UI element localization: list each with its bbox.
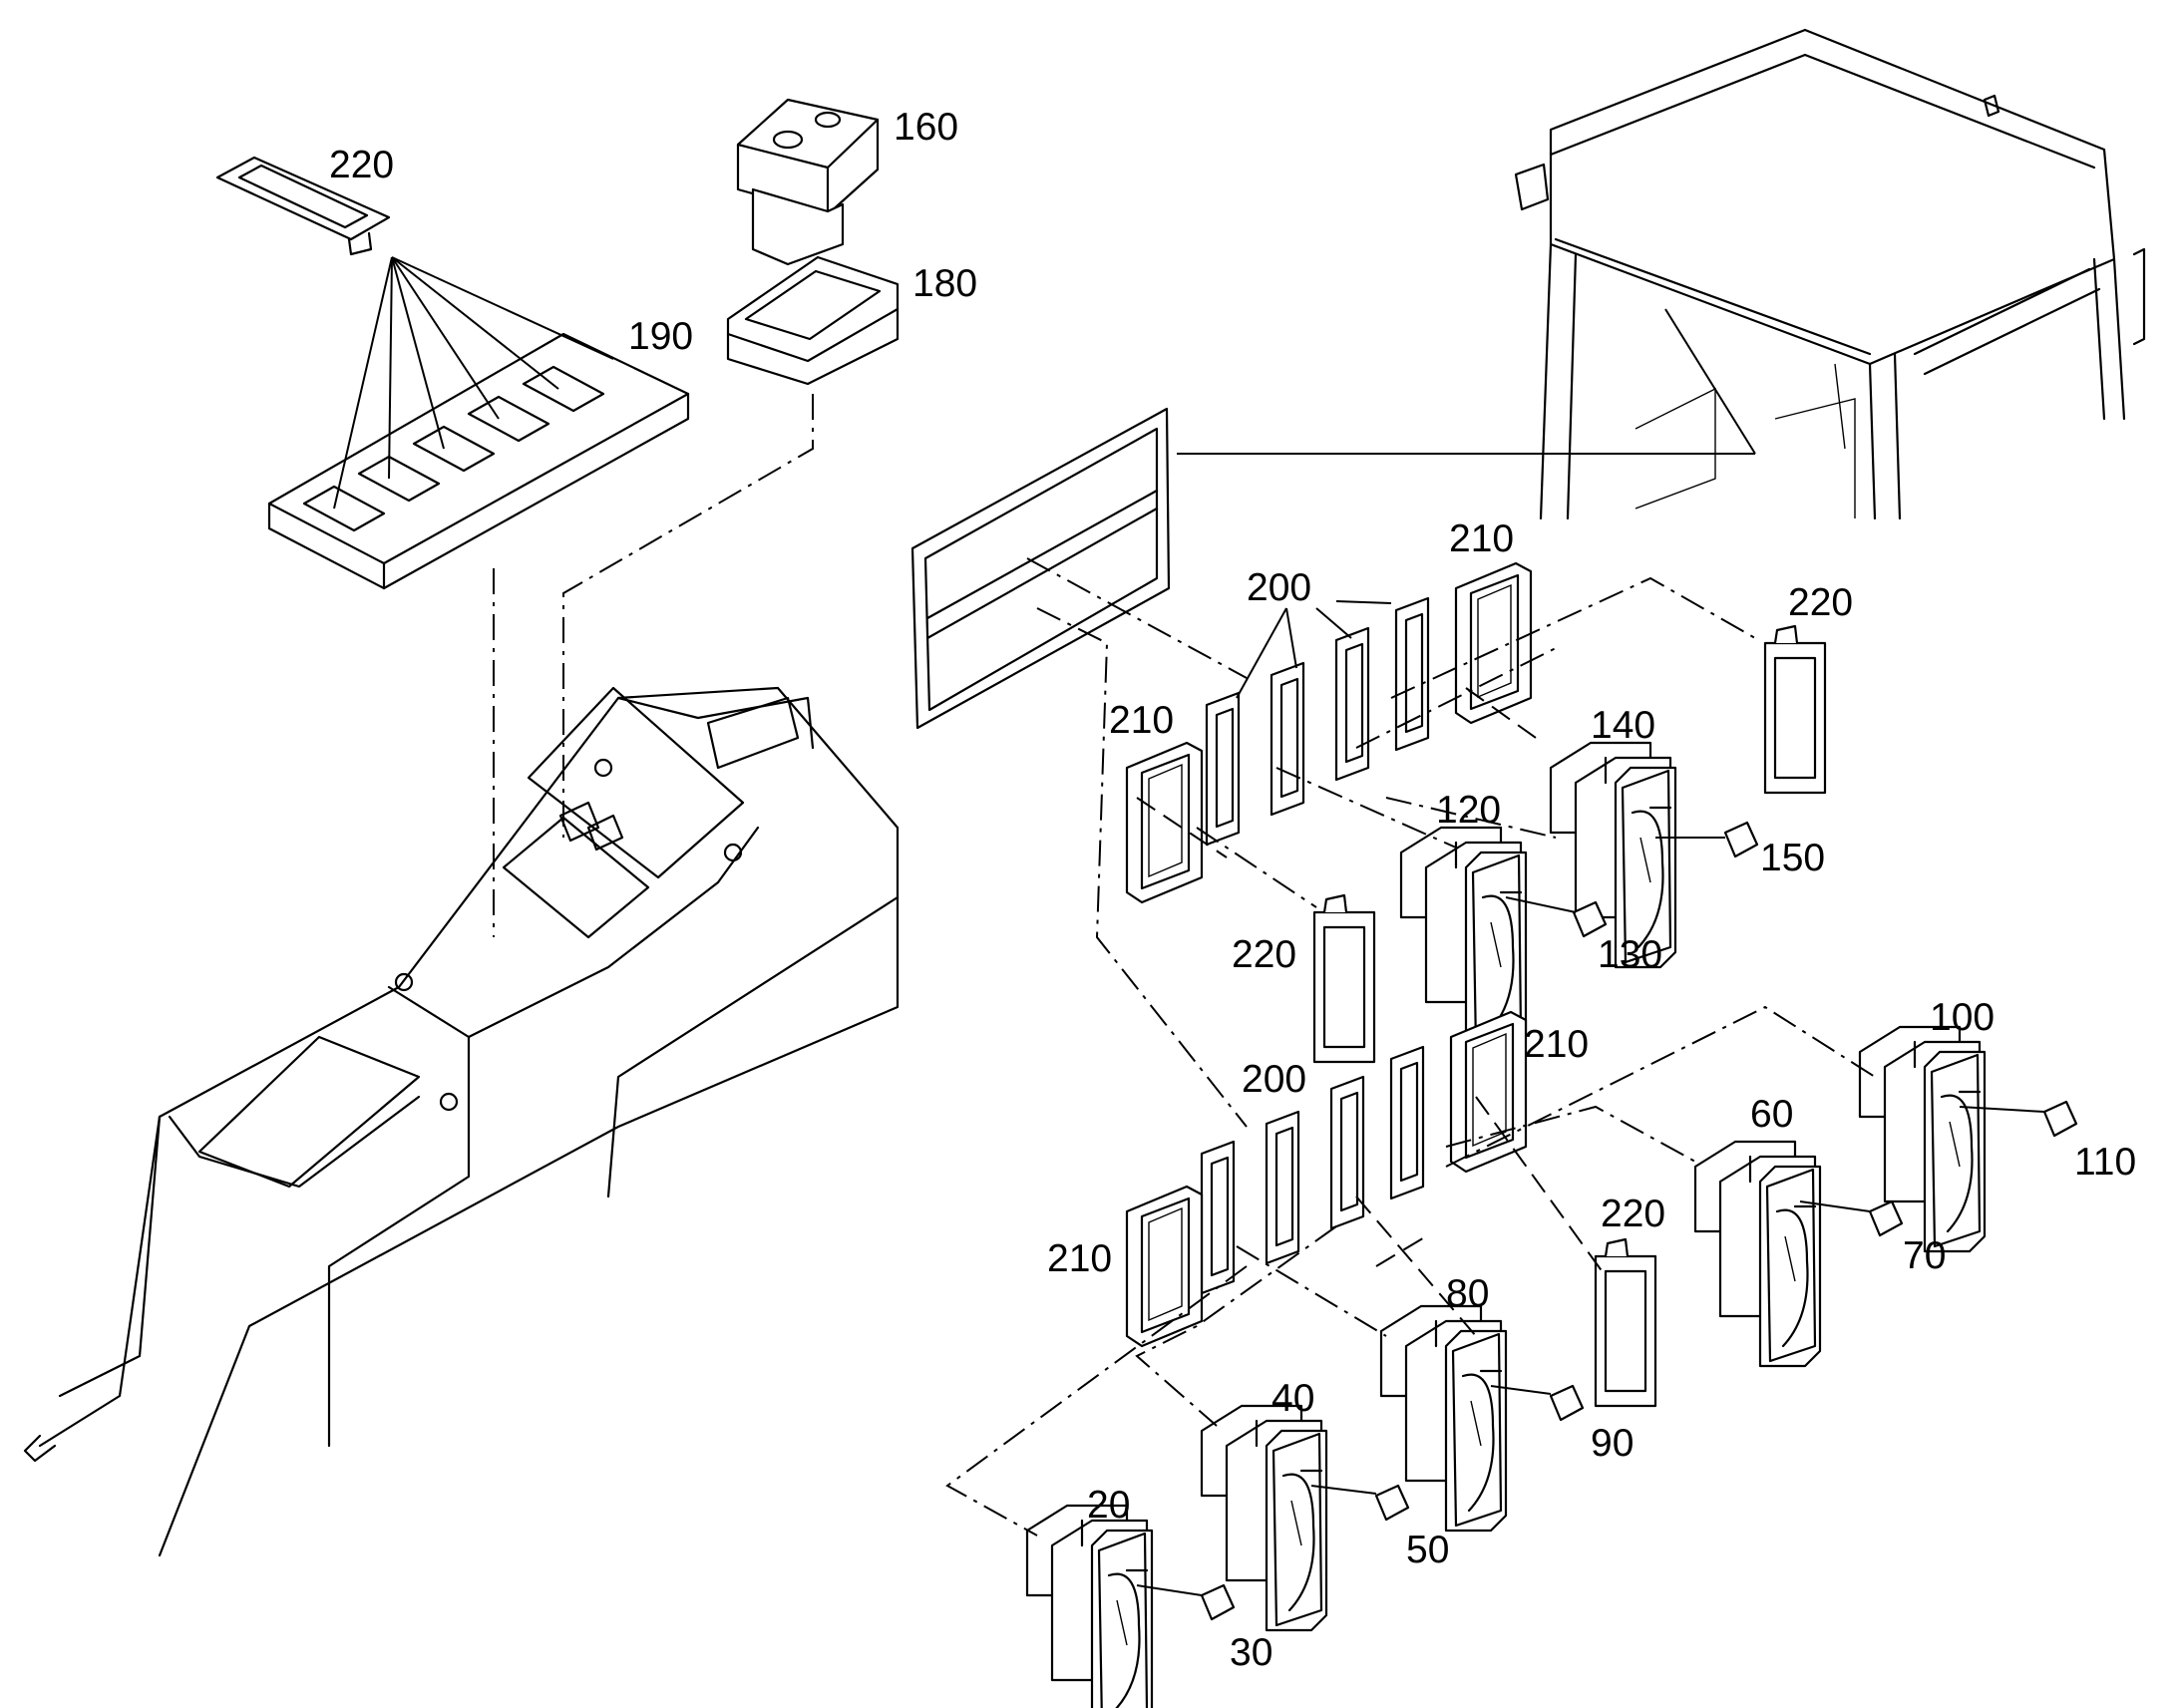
part-160-switch — [736, 98, 880, 266]
label-130: 130 — [1598, 933, 1662, 976]
label-220-upper-right: 220 — [1788, 581, 1853, 624]
label-210-lower-left: 210 — [1047, 1237, 1112, 1280]
cab-illustration — [1514, 28, 2146, 520]
label-40: 40 — [1272, 1377, 1314, 1420]
label-120: 120 — [1436, 789, 1501, 832]
label-150: 150 — [1760, 837, 1825, 879]
label-210-lower-right: 210 — [1524, 1023, 1589, 1066]
label-110: 110 — [2074, 1141, 2136, 1184]
label-90: 90 — [1591, 1422, 1634, 1465]
label-60: 60 — [1750, 1093, 1793, 1136]
console-illustration — [23, 686, 900, 1557]
label-220-top-left: 220 — [329, 144, 394, 186]
label-80: 80 — [1446, 1272, 1489, 1315]
label-100: 100 — [1930, 996, 1995, 1039]
label-140: 140 — [1591, 704, 1655, 747]
label-190: 190 — [628, 315, 693, 358]
lower-switch-group — [1025, 1010, 2078, 1708]
panel-plate — [910, 407, 1171, 730]
label-210-upper-left: 210 — [1109, 699, 1174, 742]
part-180-bezel — [726, 255, 900, 386]
label-180: 180 — [912, 262, 977, 305]
label-30: 30 — [1230, 1631, 1272, 1674]
label-20: 20 — [1087, 1484, 1130, 1527]
part-220-cover-top — [215, 156, 391, 256]
leader-lines — [333, 256, 2045, 1596]
alignment-lines — [493, 394, 1876, 1537]
label-220-middle: 220 — [1232, 933, 1296, 976]
label-200-lower: 200 — [1242, 1058, 1306, 1101]
label-50: 50 — [1406, 1529, 1449, 1571]
label-70: 70 — [1903, 1234, 1946, 1277]
label-210-upper-right: 210 — [1449, 517, 1514, 560]
part-190-switch-panel — [267, 332, 690, 590]
label-160: 160 — [894, 106, 958, 149]
label-200-upper: 200 — [1247, 566, 1311, 609]
part-labels: 220 160 180 190 210 200 220 210 140 120 … — [329, 106, 2136, 1674]
label-220-lower-right: 220 — [1601, 1193, 1665, 1235]
